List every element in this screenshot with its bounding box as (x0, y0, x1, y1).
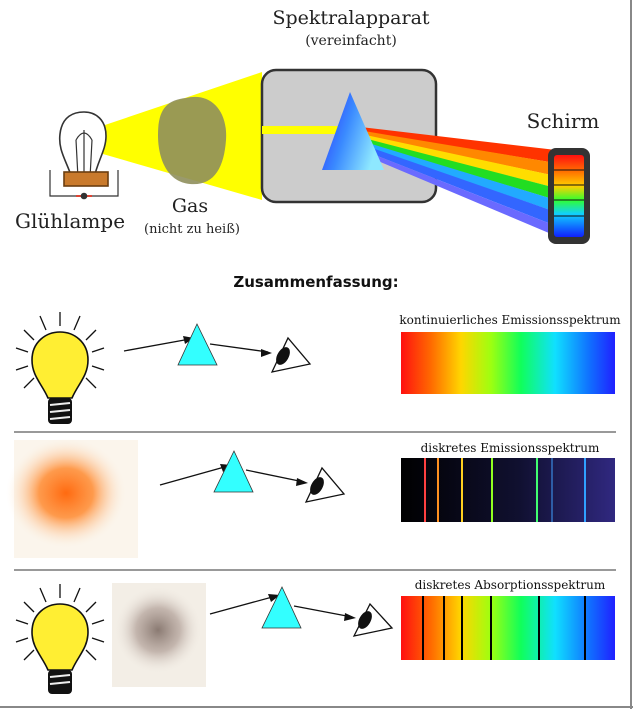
lamp-label: Glühlampe (15, 209, 125, 233)
screen-spectrum (554, 155, 584, 237)
gas-cloud (158, 97, 226, 184)
gas-note: (nicht zu heiß) (144, 222, 240, 237)
glowing-bulb-icon (16, 584, 104, 694)
eye-icon (306, 468, 344, 502)
cold-gas-cloud (114, 586, 202, 674)
gas-label: Gas (172, 195, 208, 217)
absorption-spectrum (401, 596, 615, 660)
row-discrete-emission: diskretes Emissionsspektrum (6, 438, 615, 558)
emission-spectrum (401, 458, 615, 522)
prism-icon (214, 451, 253, 492)
screen-label: Schirm (527, 109, 600, 133)
inner-beam (262, 126, 342, 134)
continuous-spectrum (401, 332, 615, 394)
eye-icon (354, 604, 392, 636)
row-continuous-emission: kontinuierliches Emissionsspektrum (16, 312, 621, 424)
hot-gas-glow (6, 438, 126, 548)
summary-heading: Zusammenfassung: (233, 273, 398, 291)
apparatus-subtitle: (vereinfacht) (305, 33, 397, 49)
apparatus-title: Spektralapparat (272, 7, 429, 29)
spectrum-label: diskretes Emissionsspektrum (421, 441, 600, 455)
spectrum-label: kontinuierliches Emissionsspektrum (399, 313, 621, 327)
glowing-bulb-icon (16, 312, 104, 424)
spectrum-label: diskretes Absorptionsspektrum (415, 578, 606, 592)
prism-icon (262, 587, 301, 628)
row-discrete-absorption: diskretes Absorptionsspektrum (16, 578, 615, 694)
eye-icon (272, 338, 310, 372)
